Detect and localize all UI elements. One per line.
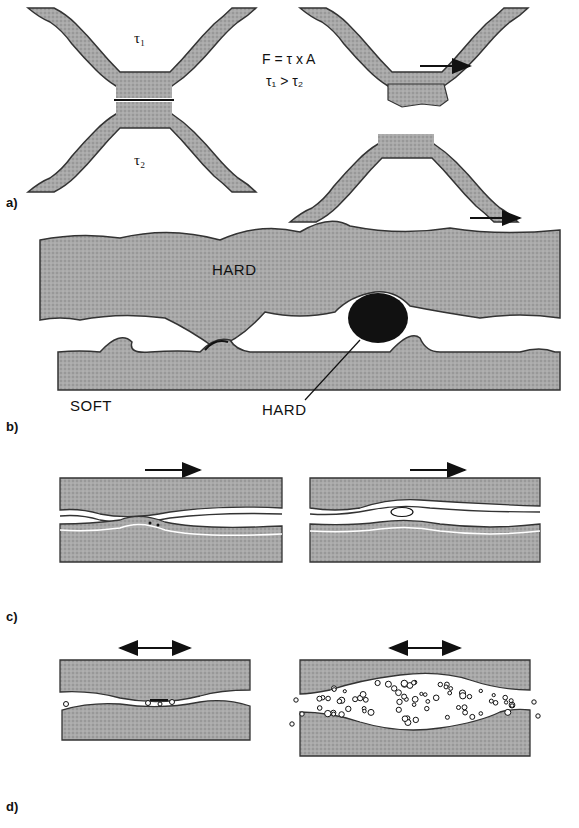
material-label: HARD [212,262,257,279]
sheared-junction [290,8,528,222]
abrasive-wear [40,218,560,400]
panel-letter: d) [6,800,18,814]
panel-letter: b) [6,420,18,434]
stress-label: τ₂ [132,152,147,169]
stress-label: τ₁ [132,30,147,47]
fatigue-wear [60,470,540,562]
material-label: HARD [262,402,307,419]
inequality-label: τ₁ > τ₂ [266,74,303,89]
formula-label: F = τ x A [262,52,315,67]
panel-letter: c) [6,610,18,624]
adhesive-junction [28,8,256,192]
fretting-wear [60,648,540,756]
panel-letter: a) [6,196,18,210]
material-label: SOFT [70,398,112,415]
